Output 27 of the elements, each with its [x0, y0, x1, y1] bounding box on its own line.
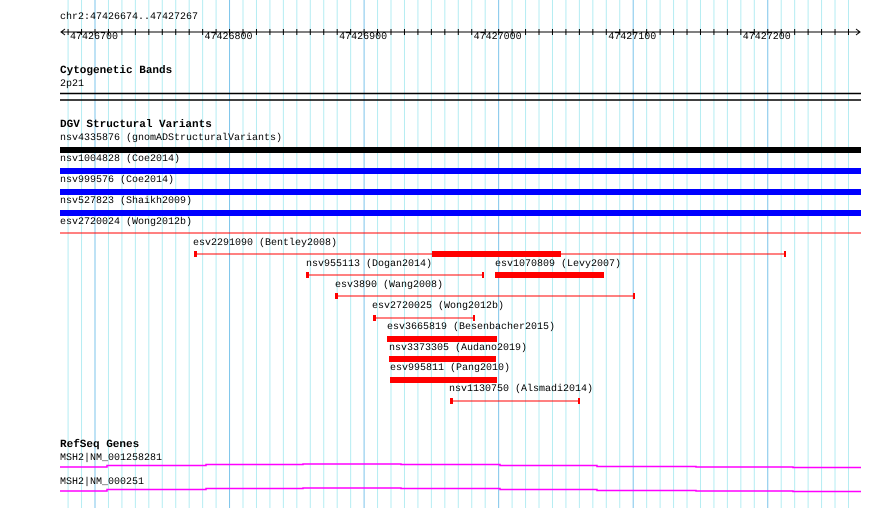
tick-label: 47426900	[339, 33, 388, 43]
variant-label: esv995811 (Pang2010)	[390, 364, 510, 374]
variant-label: nsv999576 (Coe2014)	[60, 176, 174, 186]
track-heading: RefSeq Genes	[60, 440, 140, 451]
tick-label: 47426800	[204, 33, 253, 43]
variant-label: esv2720024 (Wong2012b)	[60, 218, 192, 228]
tick-label: 47427000	[474, 33, 522, 43]
variant-label: nsv527823 (Shaikh2009)	[60, 197, 192, 207]
band-label: 2p21	[60, 80, 84, 90]
variant-label: esv2720025 (Wong2012b)	[372, 302, 504, 312]
transcript-label: MSH2|NM_000251	[60, 478, 144, 488]
variant-label: nsv4335876 (gnomADStructuralVariants)	[60, 134, 282, 144]
track-heading: Cytogenetic Bands	[60, 66, 172, 77]
tick-label: 47427100	[608, 33, 656, 43]
track-heading: DGV Structural Variants	[60, 120, 212, 131]
variant-label: nsv1130750 (Alsmadi2014)	[449, 385, 594, 395]
tick-label: 47426700	[70, 33, 118, 43]
variant-label: nsv3373305 (Audano2019)	[389, 344, 528, 354]
coordinate-range: chr2:47426674..47427267	[60, 13, 198, 23]
transcript-label: MSH2|NM_001258281	[60, 454, 162, 464]
variant-label: nsv1004828 (Coe2014)	[60, 155, 180, 165]
variant-label: esv3665819 (Besenbacher2015)	[387, 323, 556, 333]
variant-label: esv2291090 (Bentley2008)	[193, 239, 338, 249]
tick-label: 47427200	[742, 33, 791, 43]
variant-label: esv3890 (Wang2008)	[335, 281, 444, 291]
variant-label: nsv955113 (Dogan2014)	[306, 260, 432, 270]
variant-label: esv1070809 (Levy2007)	[495, 260, 622, 270]
